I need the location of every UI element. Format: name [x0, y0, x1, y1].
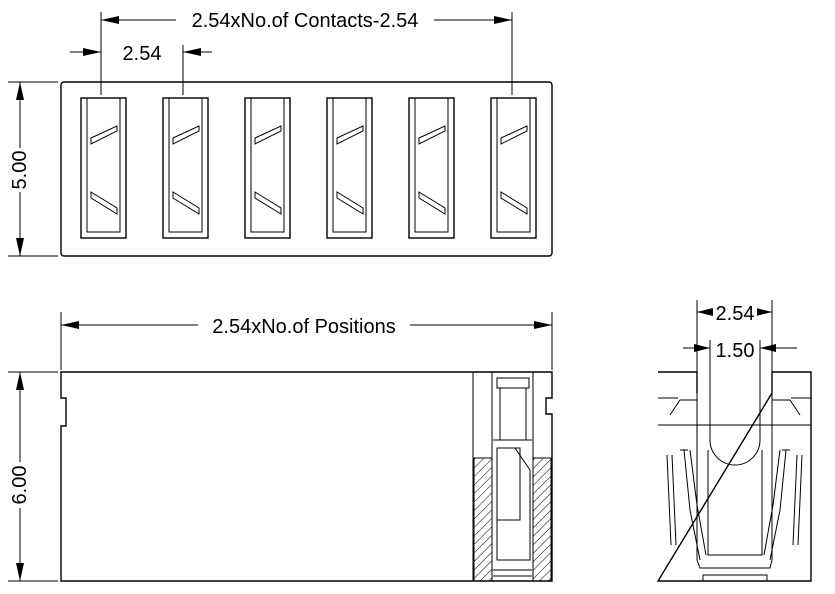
dim-pitch: 2.54 [70, 43, 212, 95]
top-view [60, 81, 553, 257]
contact-slot [80, 97, 127, 239]
dim-side-height: 6.00 [8, 371, 58, 582]
contact-slot [326, 97, 373, 239]
dim-end-inner: 1.50 [683, 337, 797, 400]
contact-slot [408, 97, 455, 239]
dim-side-height-label: 6.00 [9, 466, 31, 505]
dim-end-outer-label: 2.54 [716, 303, 755, 325]
contact-slot [244, 97, 291, 239]
hatch-left [473, 457, 493, 582]
dim-end-outer: 2.54 [696, 300, 773, 393]
side-view [60, 371, 553, 582]
end-view [656, 371, 812, 582]
dim-top-width-label: 2.54xNo.of Contacts-2.54 [192, 10, 419, 32]
contact-slot [162, 97, 209, 239]
hatch-right [532, 457, 552, 582]
contact-slot [490, 97, 537, 239]
dim-side-width: 2.54xNo.of Positions [60, 312, 553, 370]
dim-side-width-label: 2.54xNo.of Positions [212, 316, 395, 338]
end-view-housing [656, 371, 812, 582]
side-view-housing [60, 371, 553, 582]
dim-pitch-label: 2.54 [123, 43, 162, 65]
contact-slots [80, 97, 537, 239]
dim-top-width: 2.54xNo.of Contacts-2.54 [100, 6, 513, 95]
dim-top-height-label: 5.00 [9, 151, 31, 190]
top-view-housing [60, 81, 553, 257]
dim-end-inner-label: 1.50 [716, 340, 755, 362]
dim-top-height: 5.00 [8, 81, 58, 257]
